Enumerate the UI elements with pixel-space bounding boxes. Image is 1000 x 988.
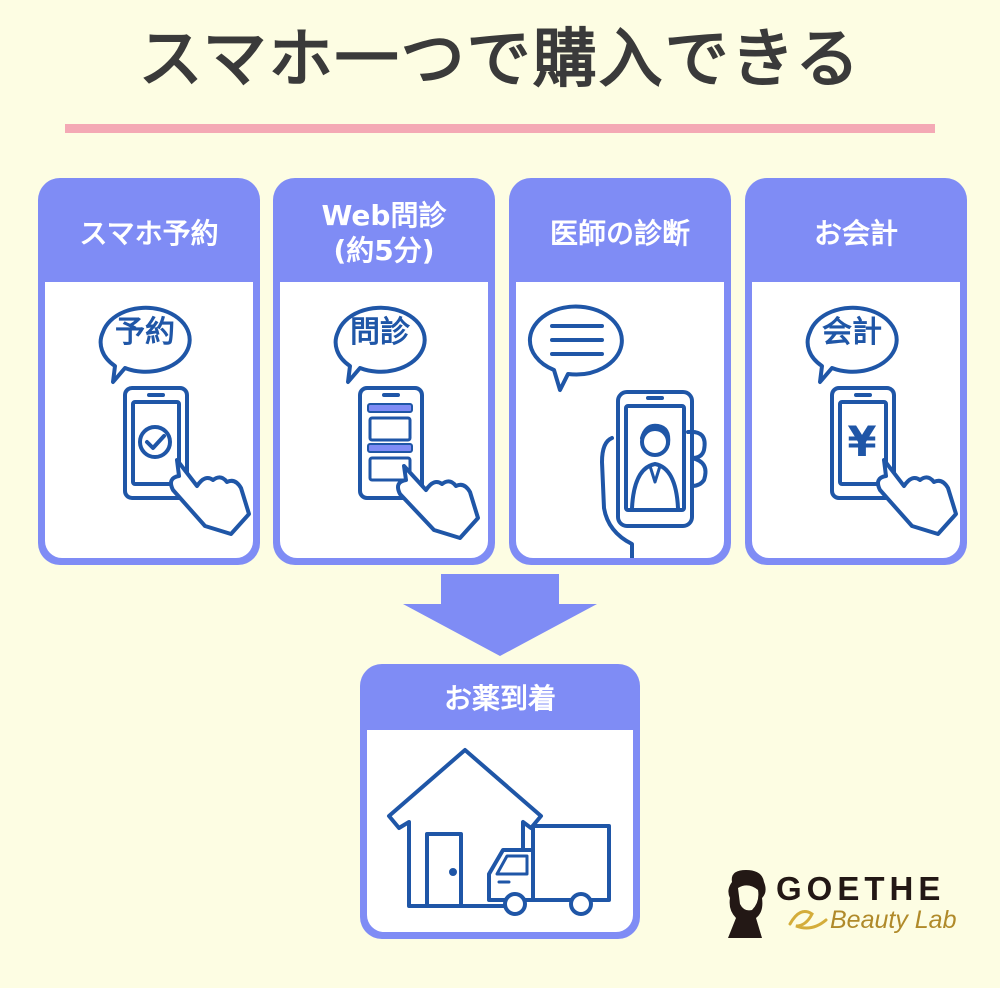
video-consultation-illustration <box>527 304 708 558</box>
logo-subtitle: Beauty Lab <box>830 906 957 934</box>
goethe-logo: GOETHE Beauty Lab <box>722 868 972 940</box>
smartphone-icon <box>830 386 896 500</box>
step-illustration <box>516 282 724 558</box>
speech-bubble-icon <box>98 305 192 384</box>
pointing-hand-icon <box>169 458 251 536</box>
bubble-label: 予約 <box>115 315 175 350</box>
phone-interview-illustration: 問診 <box>333 305 480 540</box>
speech-bubble-icon <box>527 304 624 392</box>
down-arrow-icon <box>403 574 597 656</box>
pointing-hand-icon <box>396 464 480 540</box>
step-header: 医師の診断 <box>549 216 690 250</box>
speech-bubble-icon <box>333 305 427 384</box>
step-card-diagnosis: 医師の診断 <box>509 178 731 565</box>
bubble-label: 問診 <box>350 315 411 350</box>
smartphone-icon <box>616 390 694 528</box>
step-card-reservation: スマホ予約 予約 <box>38 178 260 565</box>
phone-reserve-illustration: 予約 <box>98 305 251 536</box>
truck-icon <box>531 824 611 902</box>
delivery-illustration <box>367 730 633 932</box>
hand-icon <box>600 436 634 558</box>
swirl-icon <box>788 910 828 930</box>
speech-bubble-icon <box>805 305 899 384</box>
house-truck-illustration <box>387 748 611 916</box>
title-underline <box>65 124 935 133</box>
step-card-payment: お会計 ¥ 会計 <box>745 178 967 565</box>
step-card-web-interview: Web問診 (約5分) 問診 <box>273 178 495 565</box>
yen-icon: ¥ <box>847 417 876 466</box>
portrait-logo-icon <box>728 870 766 938</box>
logo-brand: GOETHE <box>776 870 946 907</box>
page-title: スマホ一つで購入できる <box>138 23 862 97</box>
step-card-delivery: お薬到着 <box>360 664 640 939</box>
step-header: お会計 <box>813 216 898 250</box>
step-illustration: 予約 <box>45 282 253 558</box>
step-illustration: 問診 <box>280 282 488 558</box>
check-icon <box>138 425 172 459</box>
step-header: スマホ予約 <box>79 216 219 250</box>
phone-payment-illustration: ¥ 会計 <box>805 305 958 536</box>
step-header: Web問診 (約5分) <box>321 199 447 267</box>
step-illustration: ¥ 会計 <box>752 282 960 558</box>
step-header: お薬到着 <box>443 682 556 715</box>
pointing-hand-icon <box>876 458 958 536</box>
bubble-label: 会計 <box>822 315 882 350</box>
